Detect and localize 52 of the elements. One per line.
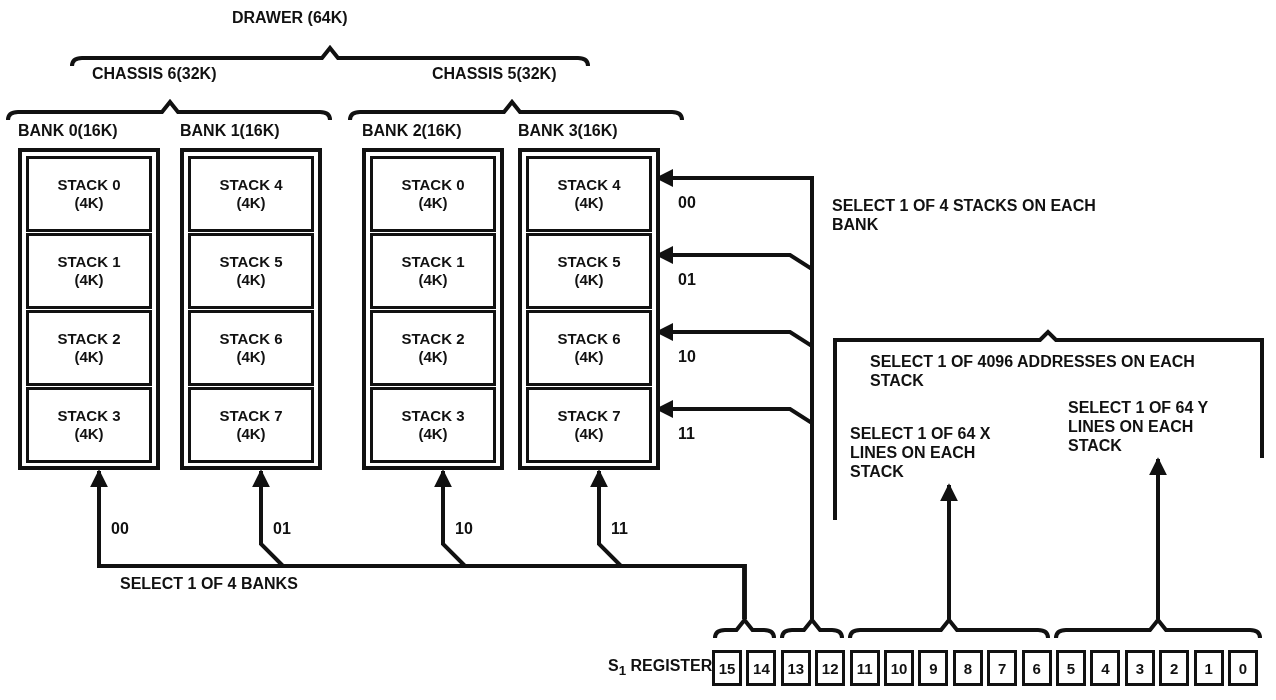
bracket	[780, 618, 844, 640]
register-cell: 0	[1228, 650, 1258, 686]
bracket	[848, 618, 1050, 640]
group-label: DRAWER (64K)	[232, 8, 348, 27]
stack-box: STACK 1 (4K)	[26, 233, 152, 309]
bracket	[713, 618, 776, 640]
group-label: CHASSIS 5(32K)	[432, 64, 557, 83]
register-cell: 4	[1090, 650, 1121, 686]
group-label: CHASSIS 6(32K)	[92, 64, 217, 83]
bank-heading: BANK 1(16K)	[180, 122, 280, 140]
stack-box: STACK 7 (4K)	[526, 387, 652, 463]
stack-box: STACK 3 (4K)	[26, 387, 152, 463]
register-label: S$_{1}$ REGISTER	[608, 656, 713, 681]
arrow	[590, 469, 747, 619]
bracket	[1054, 618, 1262, 640]
register-cell: 7	[987, 650, 1018, 686]
register-cell: 12	[815, 650, 846, 686]
stack-box: STACK 7 (4K)	[188, 387, 314, 463]
stack-box: STACK 5 (4K)	[526, 233, 652, 309]
annotation-text: SELECT 1 OF 64 X LINES ON EACH STACK	[850, 424, 1000, 481]
register-cell: 8	[952, 650, 983, 686]
register-cell: 5	[1056, 650, 1086, 686]
register-cell: 3	[1124, 650, 1155, 686]
register-cell: 2	[1159, 650, 1190, 686]
note-text: SELECT 1 OF 4096 ADDRESSES ON EACH STACK	[870, 352, 1196, 390]
bank-heading: BANK 2(16K)	[362, 122, 462, 140]
register-cell: 11	[849, 650, 880, 686]
register-cell: 6	[1021, 650, 1052, 686]
note-text: SELECT 1 OF 4 STACKS ON EACH BANK	[832, 196, 1097, 234]
bank-heading: BANK 3(16K)	[518, 122, 618, 140]
stack-box: STACK 6 (4K)	[188, 310, 314, 386]
register-cell: 9	[918, 650, 949, 686]
register-cell: 13	[780, 650, 811, 686]
register-cell: 1	[1193, 650, 1224, 686]
stack-box: STACK 5 (4K)	[188, 233, 314, 309]
arrow	[1149, 457, 1167, 619]
stack-box: STACK 2 (4K)	[26, 310, 152, 386]
stack-box: STACK 0 (4K)	[26, 156, 152, 232]
register-cell: 10	[884, 650, 914, 686]
bank-heading: BANK 0(16K)	[18, 122, 118, 140]
register-cell: 14	[746, 650, 777, 686]
stack-box: STACK 4 (4K)	[188, 156, 314, 232]
stack-box: STACK 1 (4K)	[370, 233, 496, 309]
stack-box: STACK 2 (4K)	[370, 310, 496, 386]
arrow	[940, 483, 958, 619]
note-text: SELECT 1 OF 4 BANKS	[120, 574, 298, 593]
annotation-text: SELECT 1 OF 64 Y LINES ON EACH STACK	[1068, 398, 1228, 455]
stack-box: STACK 0 (4K)	[370, 156, 496, 232]
stack-box: STACK 6 (4K)	[526, 310, 652, 386]
register-cell: 15	[712, 650, 742, 686]
stack-box: STACK 4 (4K)	[526, 156, 652, 232]
stack-box: STACK 3 (4K)	[370, 387, 496, 463]
